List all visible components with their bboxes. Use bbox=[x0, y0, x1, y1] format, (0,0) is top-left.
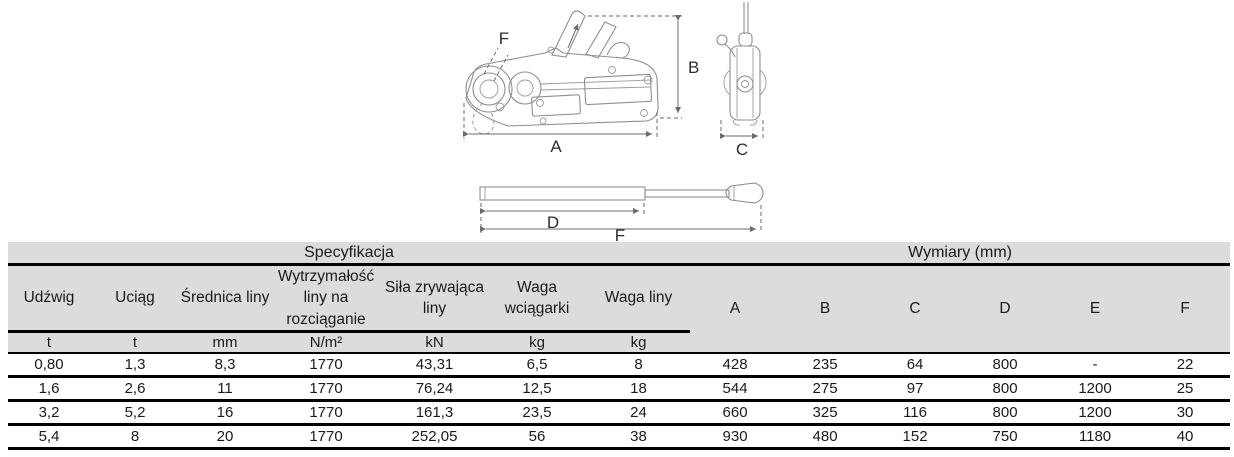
table-cell: 1770 bbox=[270, 376, 382, 403]
dim-label-f-side: F bbox=[499, 29, 509, 48]
table-cell: 30 bbox=[1140, 400, 1231, 427]
col-header-b: B bbox=[780, 264, 871, 355]
table-cell: 152 bbox=[870, 424, 961, 451]
table-cell: 16 bbox=[180, 400, 270, 427]
table-cell: 6,5 bbox=[487, 353, 587, 379]
section-header-row: Specyfikacja Wymiary (mm) bbox=[8, 242, 1231, 266]
table-cell: 1770 bbox=[270, 424, 382, 451]
table-cell: 252,05 bbox=[382, 424, 487, 451]
table-cell: 8,3 bbox=[180, 353, 270, 379]
table-cell: 43,31 bbox=[382, 353, 487, 379]
table-cell: 428 bbox=[690, 353, 781, 379]
table-cell: 750 bbox=[960, 424, 1051, 451]
table-cell: 660 bbox=[690, 400, 781, 427]
dim-label-b: B bbox=[688, 58, 699, 77]
section-header-dims: Wymiary (mm) bbox=[690, 242, 1231, 266]
col-header-a: A bbox=[690, 264, 781, 355]
table-cell: 235 bbox=[780, 353, 871, 379]
table-cell: 23,5 bbox=[487, 400, 587, 427]
table-cell: 38 bbox=[587, 424, 691, 451]
table-cell: 64 bbox=[870, 353, 961, 379]
table-cell: 1770 bbox=[270, 353, 382, 379]
units-row: t t mm N/m² kN kg kg bbox=[8, 331, 1230, 355]
unit-uciag: t bbox=[90, 331, 180, 355]
table-cell: 22 bbox=[1140, 353, 1231, 379]
col-header-f: F bbox=[1140, 264, 1231, 355]
table-cell: 2,6 bbox=[90, 376, 180, 403]
col-header-d: D bbox=[960, 264, 1051, 355]
col-header-waga-liny: Waga liny bbox=[587, 264, 691, 334]
unit-waga-wciagarki: kg bbox=[487, 331, 587, 355]
unit-waga-liny: kg bbox=[587, 331, 691, 355]
col-header-uciag: Uciąg bbox=[90, 264, 180, 334]
unit-sila-zrywajaca: kN bbox=[382, 331, 487, 355]
table-cell: 800 bbox=[960, 353, 1051, 379]
table-cell: 25 bbox=[1140, 376, 1231, 403]
table-cell: 12,5 bbox=[487, 376, 587, 403]
table-cell: 1,3 bbox=[90, 353, 180, 379]
hoist-end-view: C bbox=[716, 2, 767, 159]
table-cell: 76,24 bbox=[382, 376, 487, 403]
table-cell: 325 bbox=[780, 400, 871, 427]
handle-view: D F bbox=[479, 182, 764, 242]
table-cell: 1770 bbox=[270, 400, 382, 427]
table-cell: 800 bbox=[960, 376, 1051, 403]
table-cell: 930 bbox=[690, 424, 781, 451]
table-cell: 0,80 bbox=[8, 353, 90, 379]
col-header-wytrzymalosc: Wytrzymałość liny na rozciąganie bbox=[270, 264, 382, 334]
technical-drawing: F B A bbox=[463, 2, 767, 242]
column-header-row: Udźwig Uciąg Średnica liny Wytrzymałość … bbox=[8, 264, 1231, 355]
table-cell: 161,3 bbox=[382, 400, 487, 427]
table-cell: 544 bbox=[690, 376, 781, 403]
table-cell: 275 bbox=[780, 376, 871, 403]
dim-label-a: A bbox=[550, 137, 562, 156]
table-cell: 8 bbox=[90, 424, 180, 451]
table-cell: 3,2 bbox=[8, 400, 90, 427]
table-cell: 5,2 bbox=[90, 400, 180, 427]
table-cell: 1180 bbox=[1050, 424, 1141, 451]
table-cell: 40 bbox=[1140, 424, 1231, 451]
col-header-e: E bbox=[1050, 264, 1141, 355]
unit-srednica-liny: mm bbox=[180, 331, 270, 355]
table-cell: 1200 bbox=[1050, 376, 1141, 403]
table-cell: 24 bbox=[587, 400, 691, 427]
col-header-srednica-liny: Średnica liny bbox=[180, 264, 270, 334]
col-header-udzwig: Udźwig bbox=[8, 264, 90, 334]
table-cell: 480 bbox=[780, 424, 871, 451]
table-cell: 800 bbox=[960, 400, 1051, 427]
dim-label-c: C bbox=[736, 140, 748, 159]
hoist-diagram: F B A bbox=[463, 2, 767, 242]
table-cell: - bbox=[1050, 353, 1141, 379]
unit-wytrzymalosc: N/m² bbox=[270, 331, 382, 355]
table-cell: 1,6 bbox=[8, 376, 90, 403]
unit-udzwig: t bbox=[8, 331, 90, 355]
table-cell: 8 bbox=[587, 353, 691, 379]
table-cell: 5,4 bbox=[8, 424, 90, 451]
specification-table: Specyfikacja Wymiary (mm) Udźwig Uciąg Ś… bbox=[8, 242, 1231, 451]
hoist-side-view: F B A bbox=[463, 10, 699, 156]
col-header-c: C bbox=[870, 264, 961, 355]
table-cell: 56 bbox=[487, 424, 587, 451]
table-cell: 116 bbox=[870, 400, 961, 427]
section-header-spec: Specyfikacja bbox=[8, 242, 691, 266]
col-header-sila-zrywajaca: Siła zrywająca liny bbox=[382, 264, 487, 334]
table-cell: 18 bbox=[587, 376, 691, 403]
dim-label-f-handle: F bbox=[615, 226, 625, 242]
table-cell: 1200 bbox=[1050, 400, 1141, 427]
table-cell: 11 bbox=[180, 376, 270, 403]
col-header-waga-wciagarki: Waga wciągarki bbox=[487, 264, 587, 334]
table-cell: 97 bbox=[870, 376, 961, 403]
table-cell: 20 bbox=[180, 424, 270, 451]
